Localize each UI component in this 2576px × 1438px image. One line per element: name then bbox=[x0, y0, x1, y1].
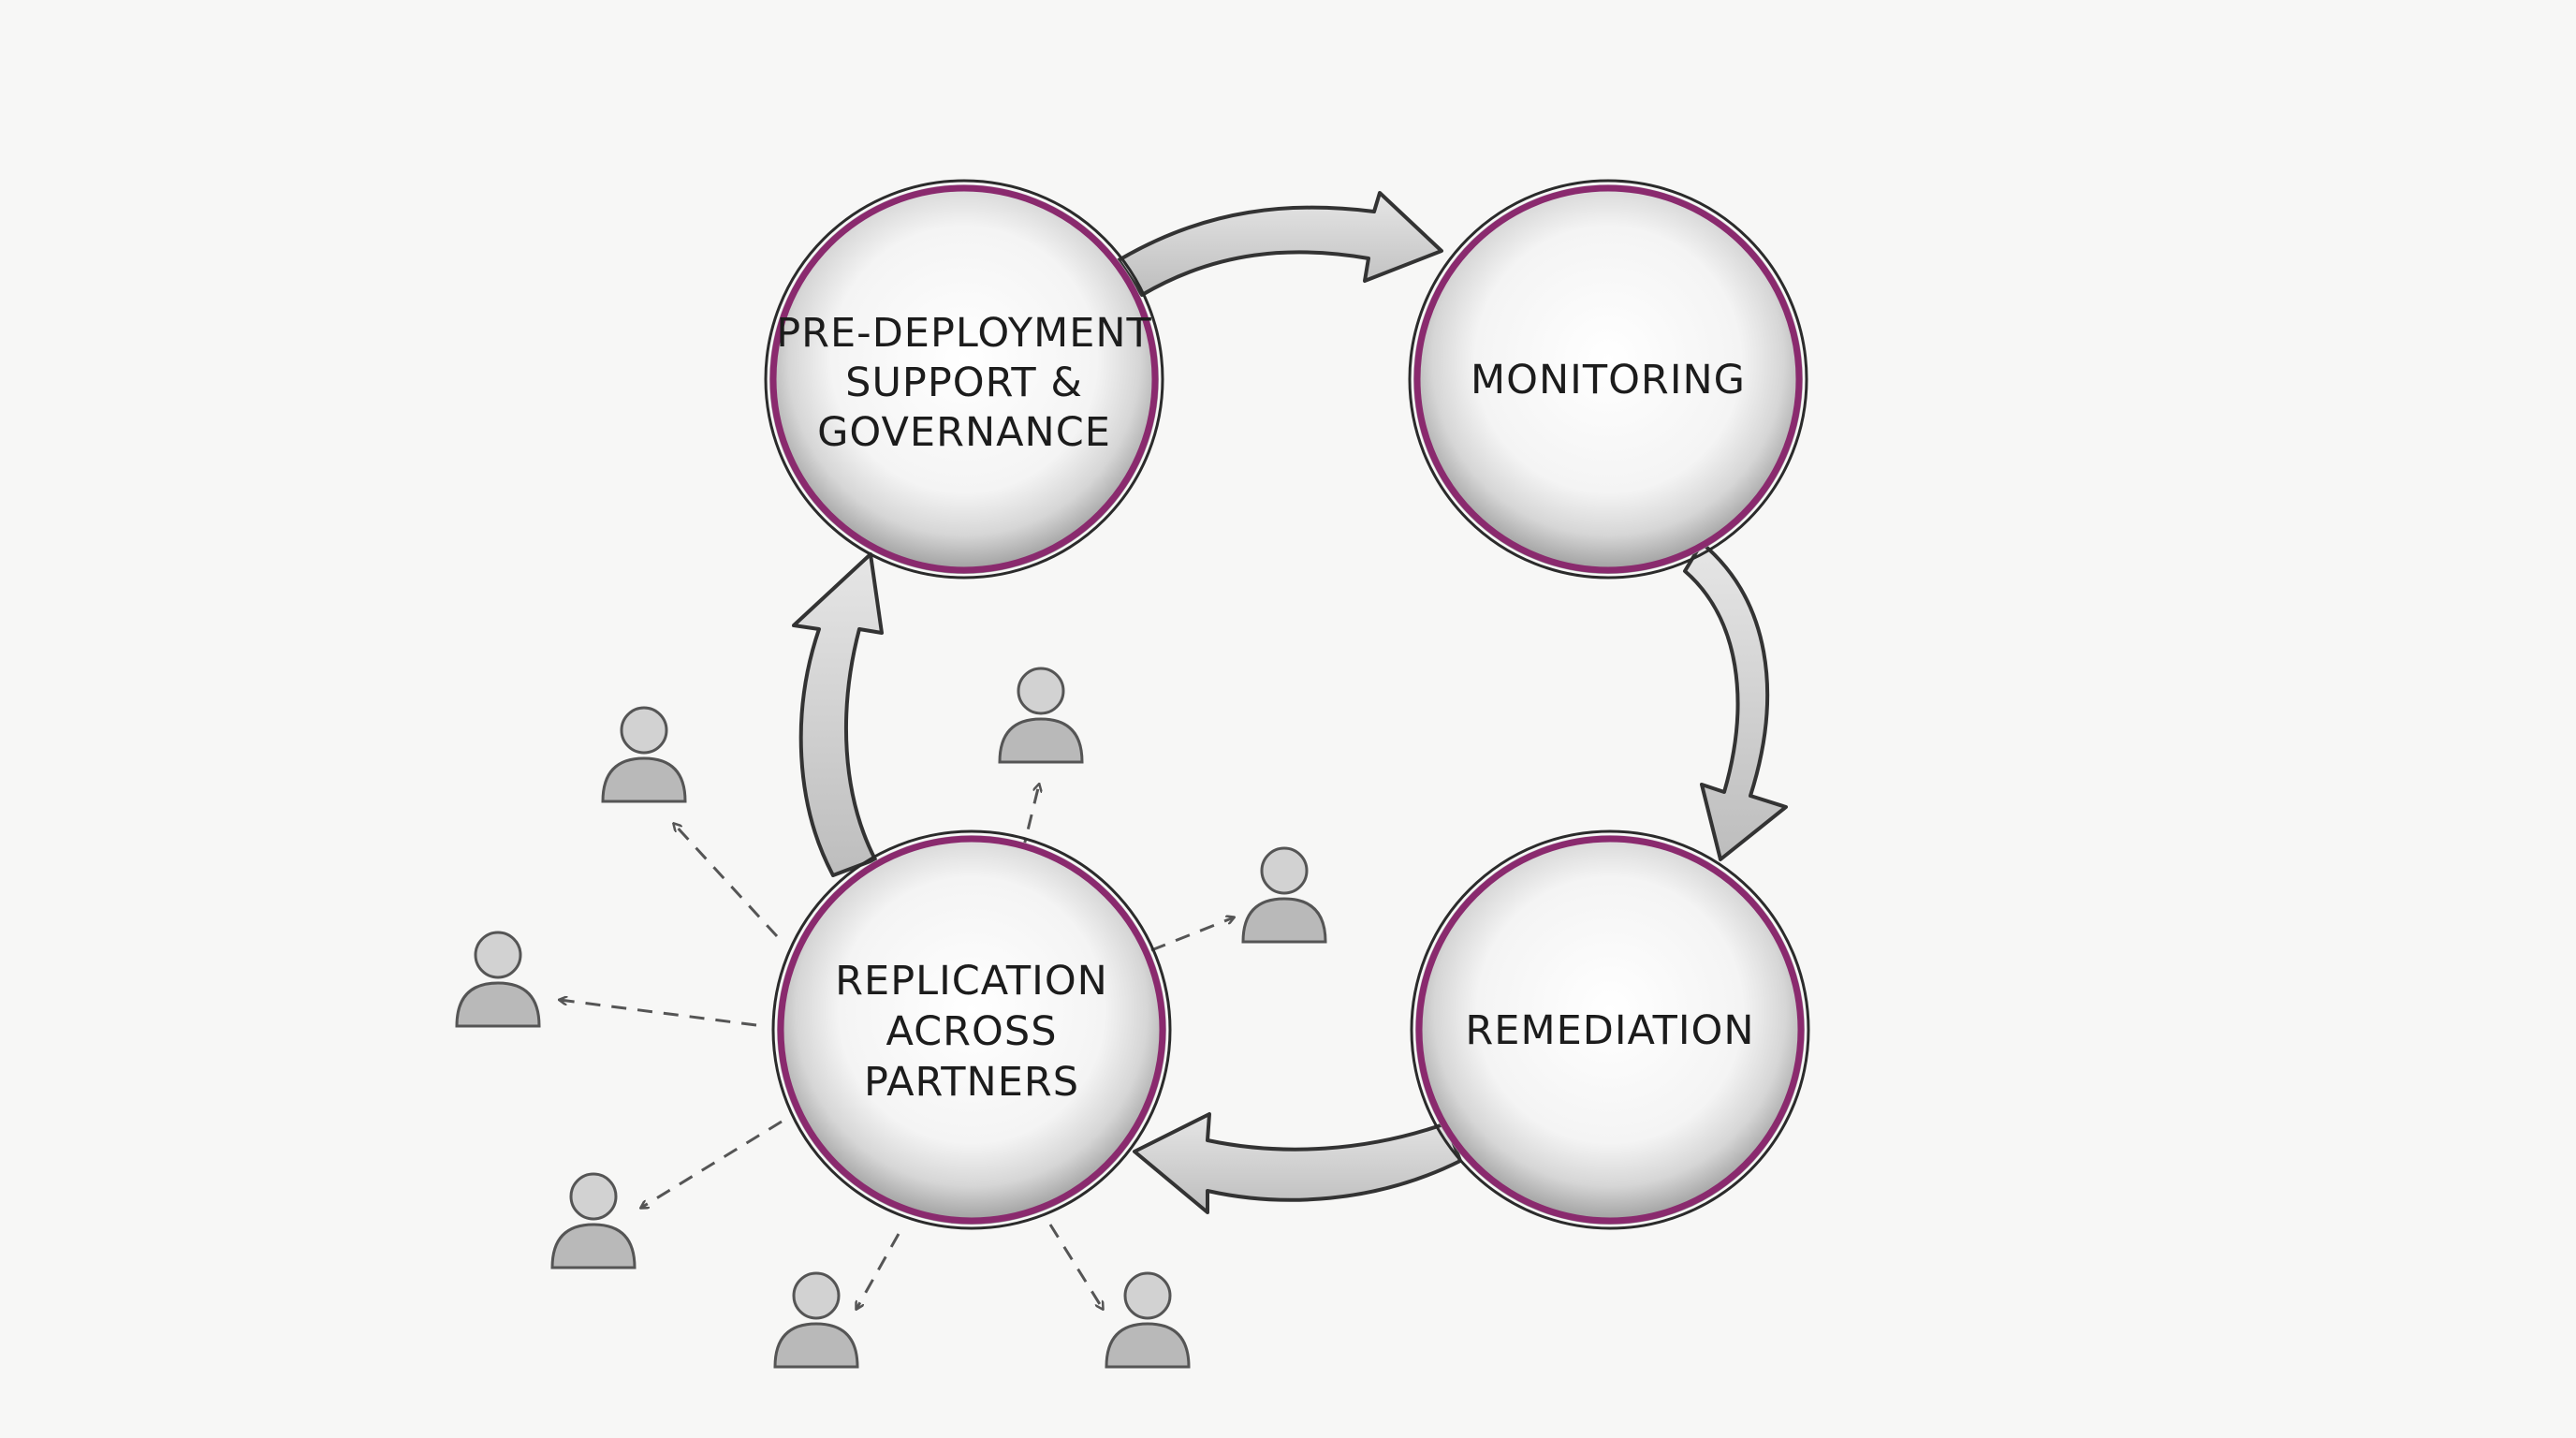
node-label-line: MONITORING bbox=[1471, 357, 1746, 404]
arrow-replication-to-pre-deployment bbox=[792, 552, 884, 877]
node-accent-ring bbox=[1413, 184, 1803, 574]
node-label-line: PARTNERS bbox=[864, 1059, 1079, 1106]
person-icon bbox=[601, 706, 687, 803]
partner-link-5 bbox=[641, 1120, 783, 1208]
person-icon bbox=[1241, 846, 1327, 944]
node-label-line: ACROSS bbox=[886, 1008, 1058, 1055]
node-ball bbox=[1413, 184, 1803, 574]
partner-link-1 bbox=[674, 824, 779, 938]
person-icon bbox=[1105, 1271, 1191, 1369]
node-label-line: REMEDIATION bbox=[1465, 1007, 1754, 1054]
node-outline bbox=[764, 179, 1164, 580]
node-pre-deployment: PRE-DEPLOYMENT SUPPORT & GOVERNANCE bbox=[764, 179, 1164, 580]
partner-link-2 bbox=[1014, 785, 1039, 881]
arrow-remediation-to-replication bbox=[1133, 1112, 1462, 1214]
node-monitoring: MONITORING bbox=[1408, 179, 1808, 580]
arrow-monitoring-to-remediation bbox=[1683, 541, 1788, 861]
partner-icons bbox=[455, 667, 1327, 1369]
person-icon bbox=[550, 1172, 637, 1269]
node-label-line: REPLICATION bbox=[835, 958, 1108, 1005]
partner-link-7 bbox=[1048, 1224, 1103, 1309]
person-icon bbox=[998, 667, 1084, 764]
node-accent-ring bbox=[769, 184, 1159, 574]
person-icon bbox=[455, 931, 541, 1028]
node-accent-ring bbox=[777, 835, 1166, 1225]
node-outline bbox=[771, 829, 1172, 1230]
node-ball bbox=[1415, 835, 1805, 1225]
node-label-line: PRE-DEPLOYMENT bbox=[776, 310, 1152, 357]
person-icon bbox=[773, 1271, 859, 1369]
partner-link-6 bbox=[856, 1233, 900, 1309]
node-accent-ring bbox=[1415, 835, 1805, 1225]
node-outline bbox=[1408, 179, 1808, 580]
partner-links bbox=[560, 785, 1234, 1309]
node-ball bbox=[769, 184, 1159, 574]
node-outline bbox=[1410, 829, 1810, 1230]
partner-link-3 bbox=[1150, 917, 1234, 952]
node-label-line: SUPPORT & bbox=[845, 360, 1083, 406]
node-replication: REPLICATION ACROSS PARTNERS bbox=[771, 829, 1172, 1230]
node-label-line: GOVERNANCE bbox=[817, 409, 1111, 456]
node-remediation: REMEDIATION bbox=[1410, 829, 1810, 1230]
cycle-arrows bbox=[792, 191, 1788, 1214]
partner-link-4 bbox=[560, 1000, 757, 1027]
node-ball bbox=[777, 835, 1166, 1225]
arrow-pre-deployment-to-monitoring bbox=[1117, 191, 1443, 297]
